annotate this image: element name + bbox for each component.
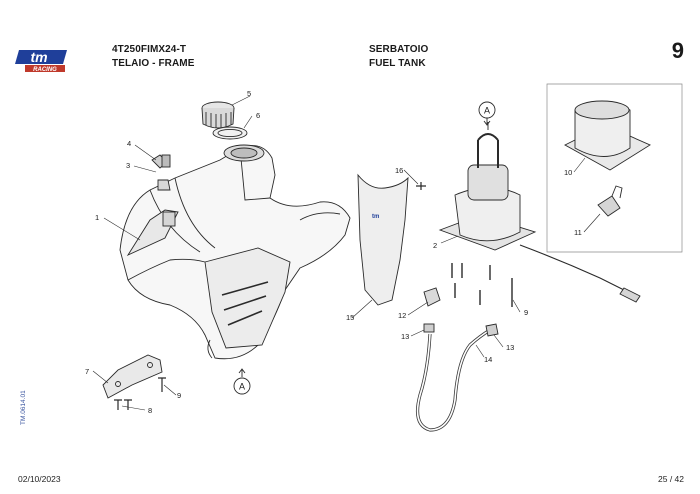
mount-bracket xyxy=(102,354,166,410)
svg-text:tm: tm xyxy=(372,214,379,220)
callout-10: 10 xyxy=(564,168,572,177)
model-code: 4T250FIMX24-T xyxy=(112,44,187,55)
document-code: TM.0614.01 xyxy=(20,390,27,425)
vent-valve xyxy=(151,154,171,191)
footer-date: 02/10/2023 xyxy=(18,474,61,484)
reference-marker-bottom: A xyxy=(233,368,251,395)
callout-13-left: 13 xyxy=(401,332,409,341)
detail-inset xyxy=(546,83,683,253)
section-title: TELAIO - FRAME xyxy=(112,58,195,69)
callout-1: 1 xyxy=(95,213,99,222)
callout-16: 16 xyxy=(395,166,403,175)
callout-5: 5 xyxy=(247,89,251,98)
fuel-tank xyxy=(119,144,351,360)
callout-9-right: 9 xyxy=(524,308,528,317)
fuel-cap xyxy=(201,101,248,140)
callout-8: 8 xyxy=(148,406,152,415)
leader-lines xyxy=(92,95,601,411)
callout-numbers: 1 2 3 4 5 6 7 8 9 9 10 11 12 13 13 14 15… xyxy=(85,89,582,415)
callout-6: 6 xyxy=(256,111,260,120)
callout-7: 7 xyxy=(85,367,89,376)
callout-14: 14 xyxy=(484,355,492,364)
fuel-hose-assembly xyxy=(416,287,499,432)
callout-4: 4 xyxy=(127,139,131,148)
group-title-it: SERBATOIO xyxy=(369,44,429,55)
callout-2: 2 xyxy=(433,241,437,250)
tm-racing-logo: tm RACING xyxy=(15,44,73,74)
svg-text:A: A xyxy=(239,382,245,392)
callout-11: 11 xyxy=(574,228,582,237)
logo-sub: RACING xyxy=(33,67,57,73)
callout-9-left: 9 xyxy=(177,391,181,400)
side-panel: tm xyxy=(357,173,409,306)
callout-13-right: 13 xyxy=(506,343,514,352)
fuel-pump xyxy=(438,122,641,307)
logo-brand: tm xyxy=(30,49,47,65)
group-title-en: FUEL TANK xyxy=(369,58,426,69)
footer-page: 25 / 42 xyxy=(658,474,684,484)
svg-text:A: A xyxy=(484,106,490,116)
reference-marker-top: A xyxy=(478,101,496,126)
callout-15: 15 xyxy=(346,313,354,322)
callout-3: 3 xyxy=(126,161,130,170)
callout-12: 12 xyxy=(398,311,406,320)
group-number: 9 xyxy=(671,38,684,63)
